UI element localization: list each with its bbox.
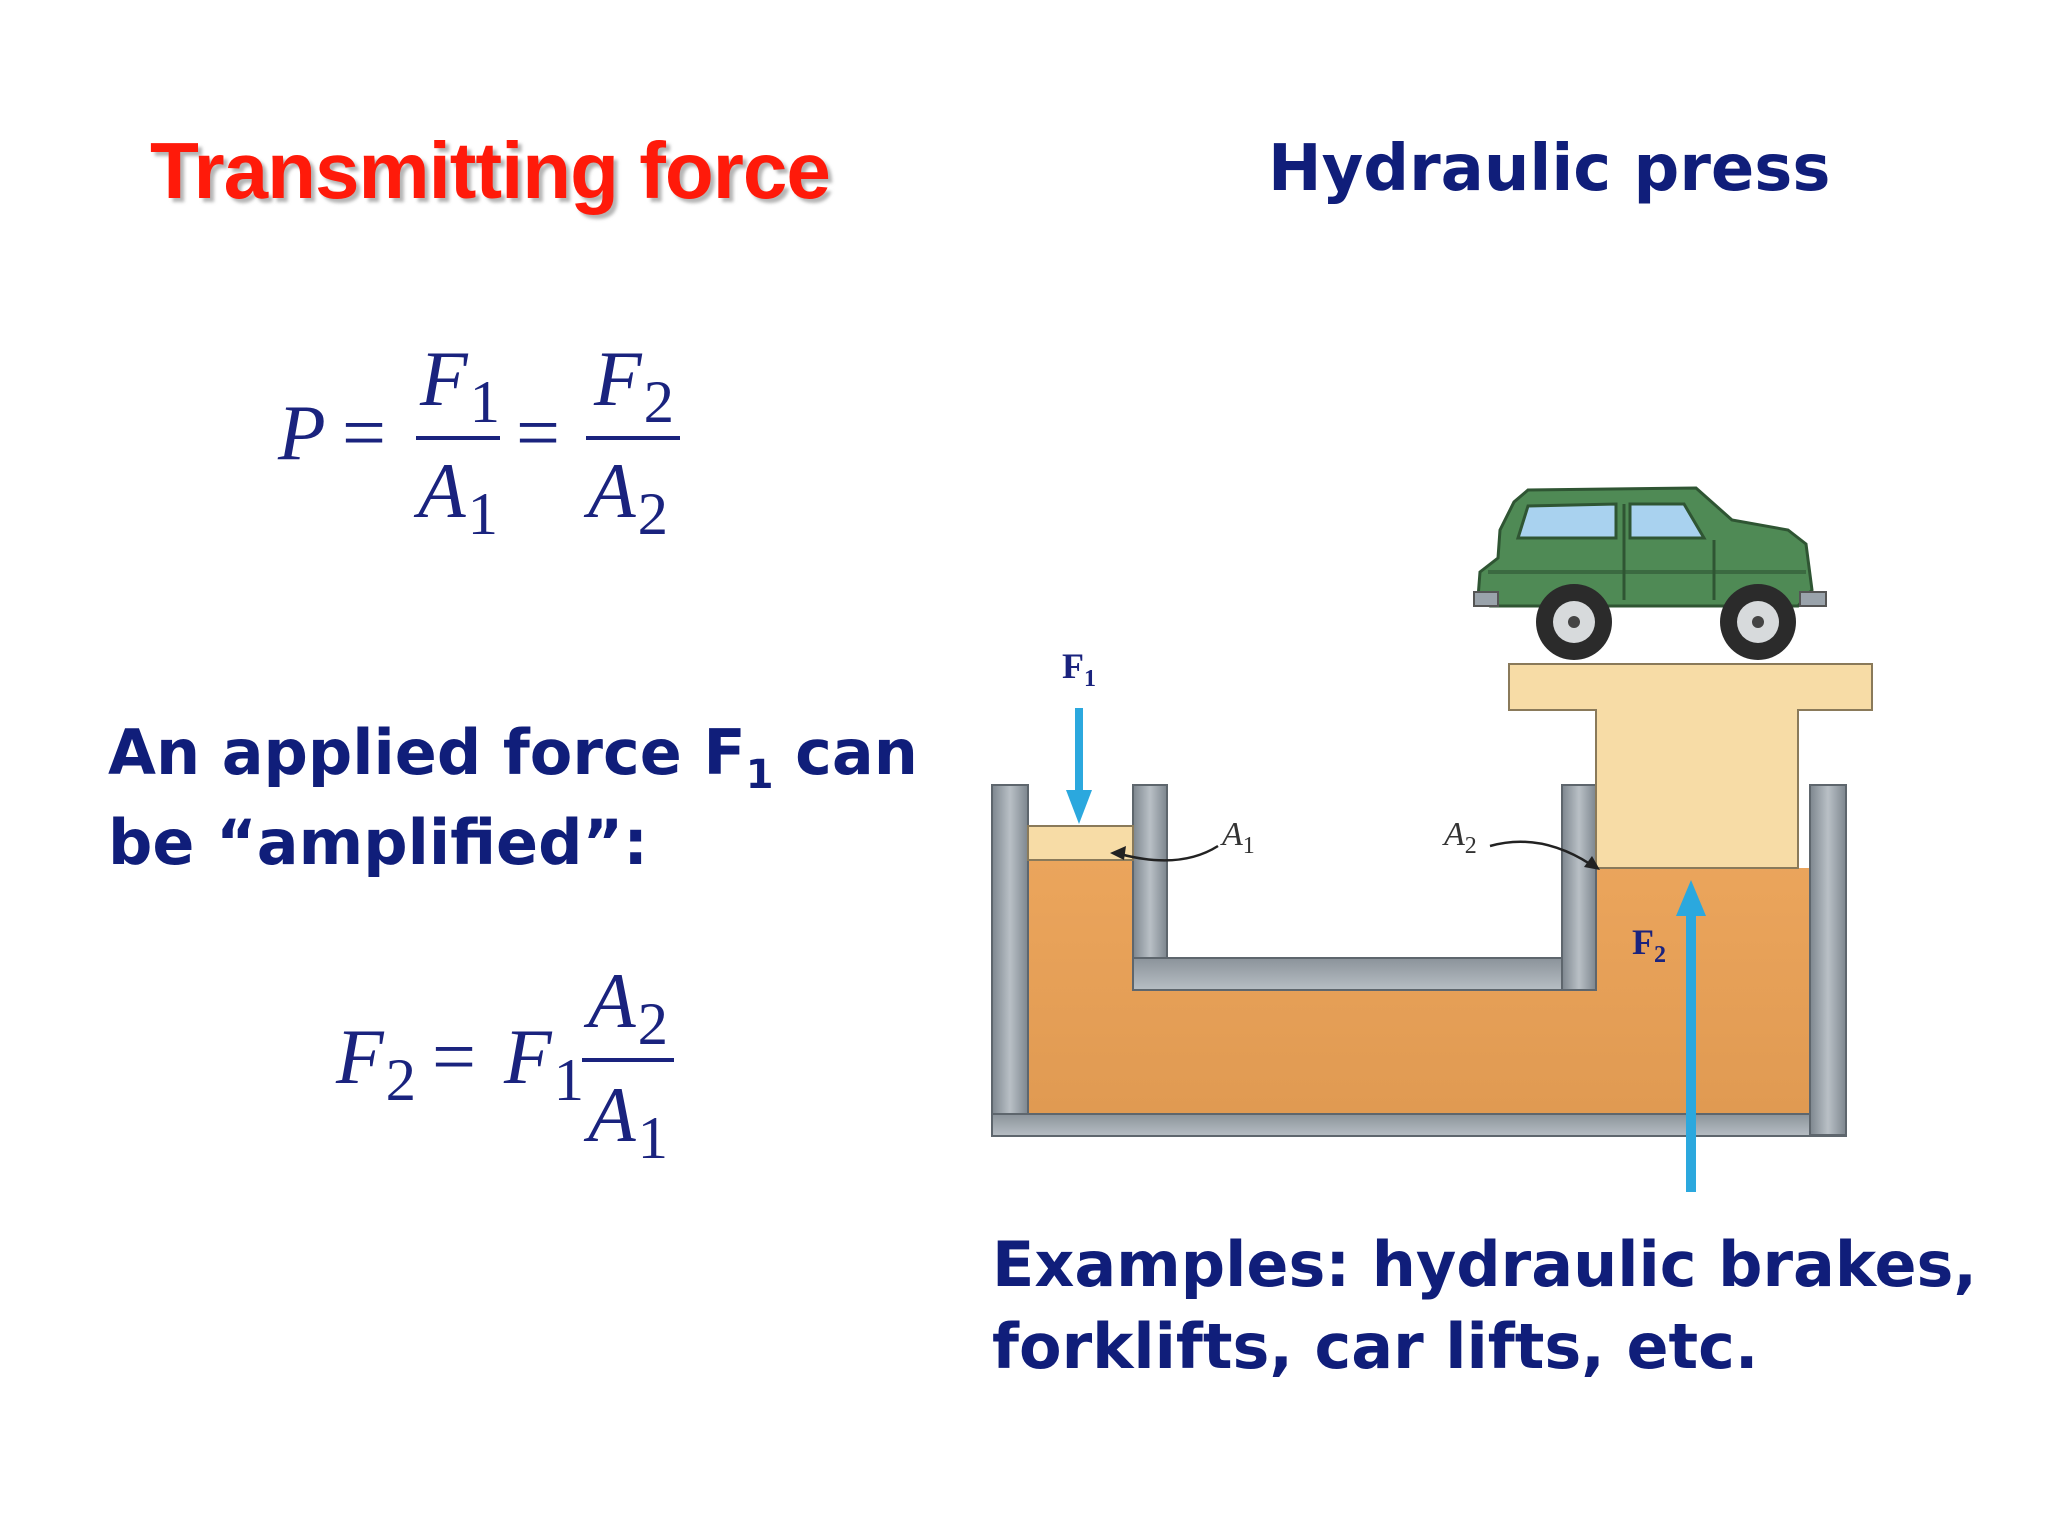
a2-pointer-head	[1584, 856, 1600, 870]
eq1-den1-symbol: A	[418, 447, 466, 534]
eq1-num2: F2	[594, 334, 674, 436]
eq1-fraction-bar-2	[586, 436, 680, 440]
eq1-num1-symbol: F	[420, 335, 468, 422]
eq1-fraction-bar-1	[416, 436, 500, 440]
amplify-line-1: An applied force F1 can	[108, 712, 918, 802]
eq1-lhs: P	[278, 389, 326, 476]
eq2-den-sub: 1	[637, 1105, 669, 1173]
examples-text: Examples: hydraulic brakes, forklifts, c…	[992, 1224, 1977, 1388]
f2-label: F2	[1632, 922, 1666, 968]
hydraulic-press-diagram: F1 F2 A1 A2	[991, 486, 1873, 1192]
a2-pointer	[1489, 840, 1591, 866]
eq2-factor-sub: 1	[553, 1047, 585, 1115]
eq1-equals-1: =	[342, 389, 386, 476]
eq1-num2-symbol: F	[594, 335, 642, 422]
eq2-fraction-bar	[582, 1058, 674, 1062]
eq1-den2: A2	[588, 446, 668, 548]
a2-label: A2	[1442, 816, 1477, 859]
car	[1473, 486, 1827, 660]
eq1-den1-sub: 1	[467, 481, 499, 549]
car-door-line	[1622, 504, 1716, 600]
amplify-line-1-prefix: An applied force F	[108, 716, 746, 789]
slide-title: Transmitting force	[150, 126, 831, 215]
container	[991, 784, 1847, 1137]
eq2-num-symbol: A	[588, 957, 636, 1044]
examples-line-1: Examples: hydraulic brakes,	[992, 1228, 1977, 1301]
examples-line-2: forklifts, car lifts, etc.	[992, 1310, 1759, 1383]
eq1-equals-2: =	[516, 389, 560, 476]
eq2-factor-symbol: F	[504, 1013, 552, 1100]
eq2-lhs-symbol: F	[336, 1013, 384, 1100]
amplification-equation: F2 = F1 A2 A1	[336, 957, 696, 1190]
amplify-text: An applied force F1 can be “amplified”:	[108, 712, 918, 884]
f1-arrow	[1066, 708, 1092, 824]
eq1-den2-sub: 2	[637, 481, 669, 549]
car-front-wheel	[1720, 584, 1796, 660]
eq1-num2-sub: 2	[643, 369, 675, 437]
car-rear-wheel	[1536, 584, 1612, 660]
eq2-num-sub: 2	[637, 991, 669, 1059]
eq2-num: A2	[588, 956, 668, 1058]
eq1-den1: A1	[418, 446, 498, 548]
f1-label: F1	[1062, 646, 1096, 692]
eq2-equals: =	[432, 1013, 476, 1100]
a1-pointer	[1119, 844, 1219, 862]
pressure-equation: P = F1 A1 = F2 A2	[270, 335, 690, 570]
f2-arrow	[1676, 880, 1706, 1192]
eq2-den-symbol: A	[588, 1071, 636, 1158]
car-rear-bumper	[1473, 591, 1499, 607]
eq2-factor: F1	[504, 1012, 584, 1114]
a1-pointer-head	[1110, 846, 1126, 860]
car-window-rear	[1515, 502, 1618, 540]
eq2-lhs-sub: 2	[385, 1047, 417, 1115]
amplify-line-2: be “amplified”:	[108, 806, 649, 879]
eq1-den2-symbol: A	[588, 447, 636, 534]
eq1-num1: F1	[420, 334, 500, 436]
car-front-bumper	[1799, 591, 1827, 607]
large-piston	[1508, 663, 1873, 869]
amplify-line-1-suffix: can	[773, 716, 918, 789]
eq2-den: A1	[588, 1070, 668, 1172]
amplify-line-1-sub: 1	[745, 752, 774, 798]
eq1-num1-sub: 1	[469, 369, 501, 437]
eq2-lhs: F2	[336, 1012, 416, 1114]
car-window-front	[1628, 502, 1707, 540]
diagram-title: Hydraulic press	[1268, 132, 1831, 206]
a1-label: A1	[1220, 816, 1255, 859]
